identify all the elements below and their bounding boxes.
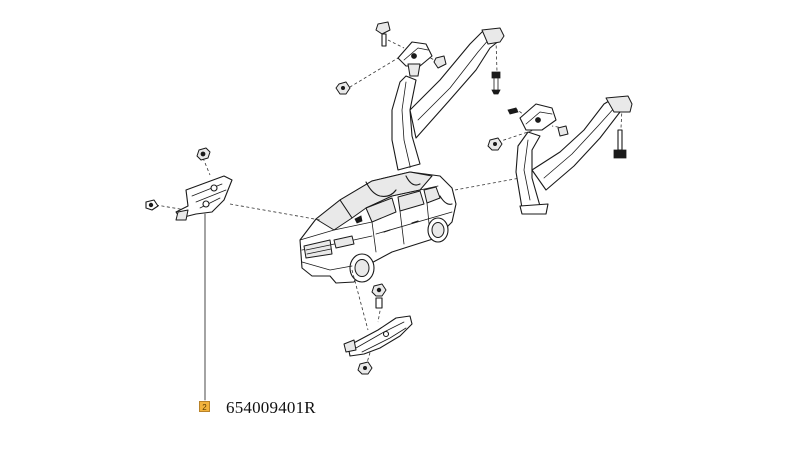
callout-badge: 2	[199, 401, 210, 412]
hood-hinge-assembly	[145, 147, 233, 401]
rear-door-hinge-strap	[487, 95, 633, 215]
trunk-hinge-assembly	[343, 283, 413, 375]
front-door-hinge-strap	[335, 21, 505, 171]
part-number-label[interactable]: 654009401R	[226, 398, 316, 417]
car-illustration	[299, 171, 457, 284]
